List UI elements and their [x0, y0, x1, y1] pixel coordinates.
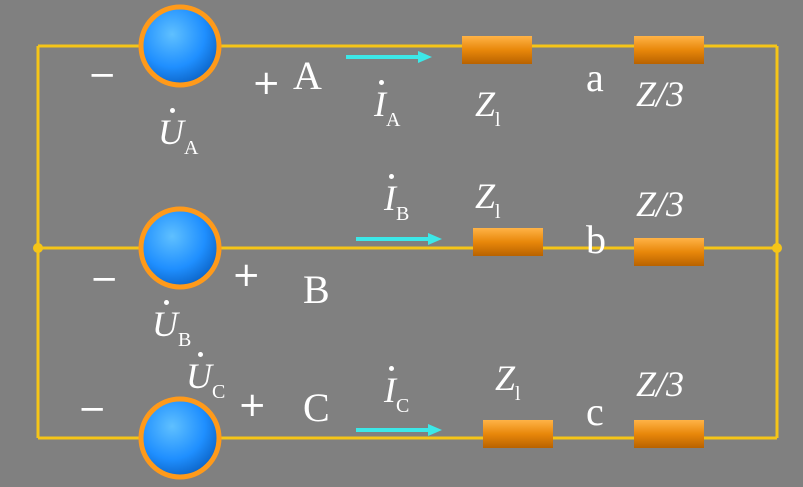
- node-label-b: B: [303, 267, 330, 312]
- current-arrowhead-b: [428, 233, 442, 245]
- line-impedance-c-symbol: Z: [495, 358, 516, 398]
- source-c-minus: −: [78, 389, 107, 429]
- line-impedance-c-subscript: l: [515, 383, 521, 405]
- current-c-label: IC: [384, 366, 410, 417]
- source-c-voltage-symbol: U: [186, 352, 212, 396]
- source-c-voltage-subscript: C: [212, 381, 226, 403]
- current-a-subscript: A: [386, 109, 401, 131]
- current-a-label: IA: [374, 80, 401, 131]
- junction-left: [33, 243, 43, 253]
- line-impedance-a-subscript: l: [495, 109, 501, 131]
- load-impedance-a-label: Z/3: [636, 74, 685, 114]
- node-label-a: A: [293, 53, 322, 98]
- current-b-symbol: I: [384, 174, 396, 218]
- source-b-plus: +: [232, 255, 261, 295]
- line-impedance-b-label: Zl: [475, 178, 501, 222]
- node-label-c: C: [303, 385, 330, 430]
- voltage-source-a: [138, 4, 222, 88]
- line-impedance-b-subscript: l: [495, 201, 501, 223]
- current-arrowhead-c: [428, 424, 442, 436]
- load-node-label-c: c: [586, 389, 604, 434]
- load-impedance-b: [634, 238, 704, 266]
- source-c-plus: +: [238, 385, 267, 425]
- source-a-voltage-symbol: U: [158, 108, 184, 152]
- line-impedance-a-label: Zl: [475, 86, 501, 130]
- source-a-voltage-subscript: A: [184, 137, 199, 159]
- source-b-voltage-subscript: B: [178, 329, 192, 351]
- line-impedance-c-label: Zl: [495, 360, 521, 404]
- current-b-subscript: B: [396, 203, 410, 225]
- source-a-voltage-label: UA: [158, 108, 199, 159]
- line-impedance-a-symbol: Z: [475, 84, 496, 124]
- load-impedance-b-label: Z/3: [636, 184, 685, 224]
- load-node-label-b: b: [586, 217, 606, 262]
- voltage-source-b: [138, 206, 222, 290]
- source-c-voltage-label: UC: [186, 352, 226, 403]
- current-arrowhead-a: [418, 51, 432, 63]
- load-node-label-a: a: [586, 55, 604, 100]
- current-c-subscript: C: [396, 395, 410, 417]
- load-impedance-c-label: Z/3: [636, 364, 685, 404]
- line-impedance-b-symbol: Z: [475, 176, 496, 216]
- line-impedance-a: [462, 36, 532, 64]
- source-a-minus: −: [88, 55, 117, 95]
- line-impedance-c: [483, 420, 553, 448]
- line-impedance-b: [473, 228, 543, 256]
- load-impedance-c: [634, 420, 704, 448]
- current-b-label: IB: [384, 174, 410, 225]
- source-a-plus: +: [252, 63, 281, 103]
- load-impedance-a: [634, 36, 704, 64]
- source-b-minus: −: [90, 259, 119, 299]
- junction-right: [772, 243, 782, 253]
- source-b-voltage-symbol: U: [152, 300, 178, 344]
- current-a-symbol: I: [374, 80, 386, 124]
- source-b-voltage-label: UB: [152, 300, 192, 351]
- current-c-symbol: I: [384, 366, 396, 410]
- voltage-source-c: [138, 396, 222, 480]
